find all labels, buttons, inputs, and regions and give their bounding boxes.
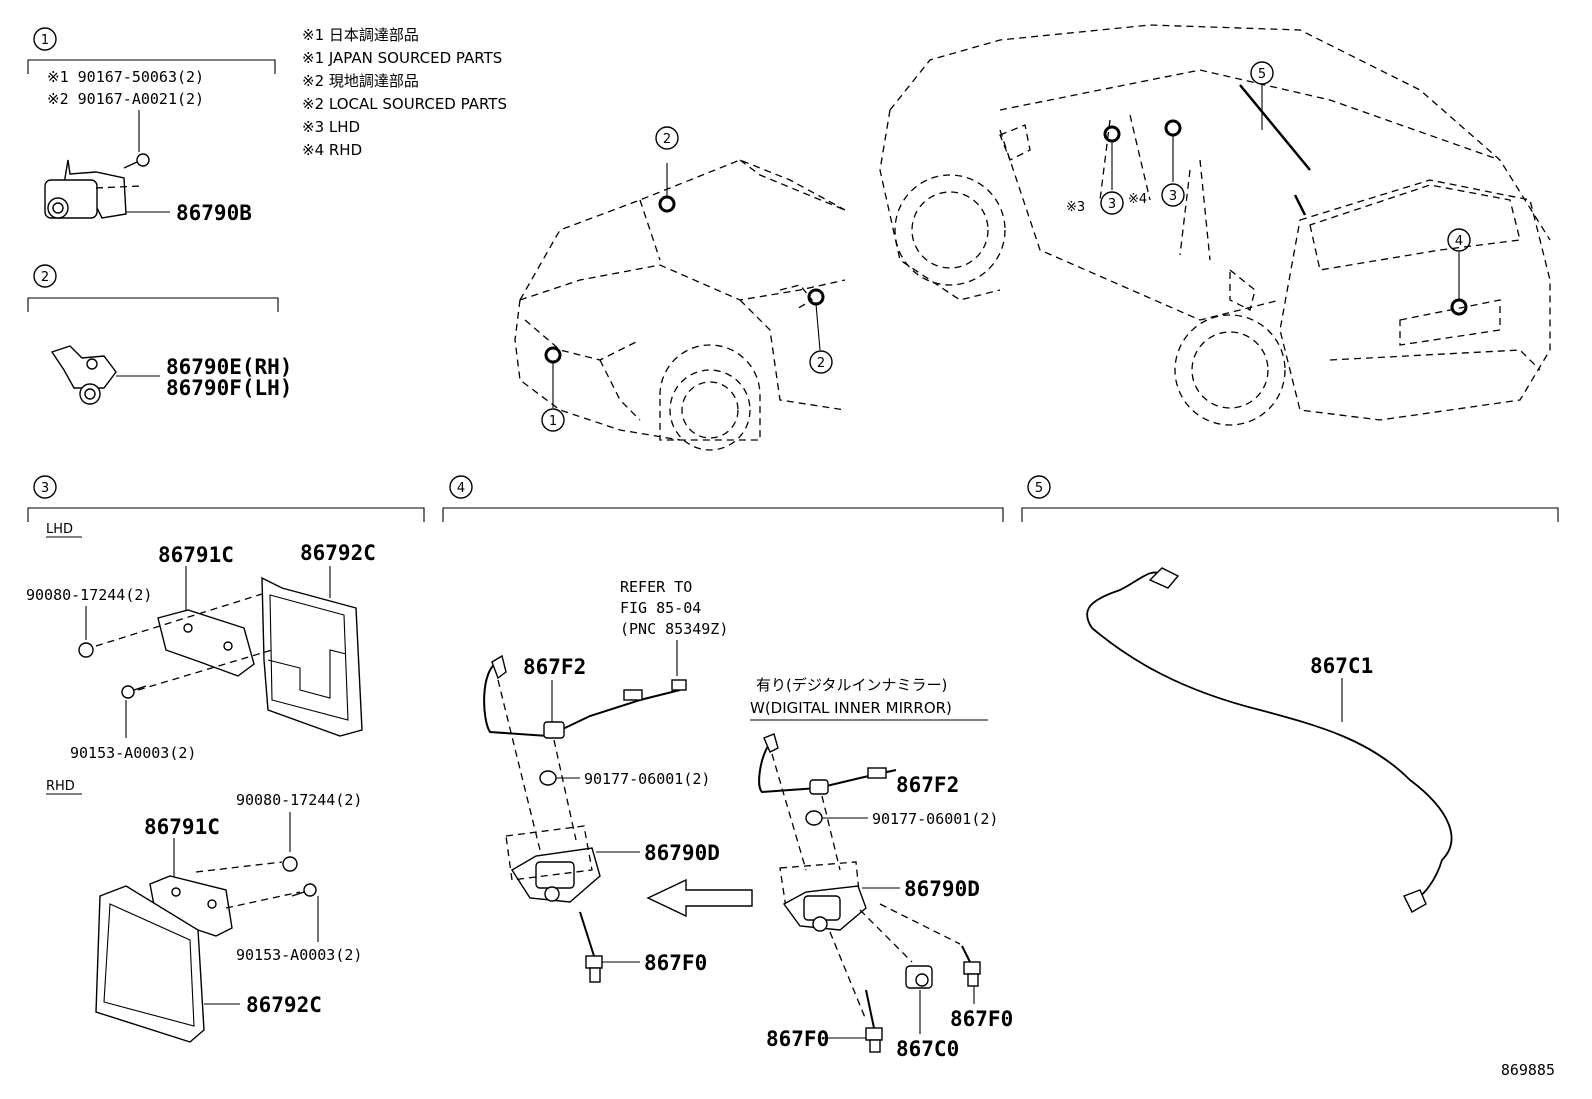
part-86790B[interactable]: 86790B — [176, 201, 252, 225]
note-mark-rhd: ※4 — [1128, 192, 1147, 207]
svg-text:3: 3 — [1169, 189, 1177, 204]
rhd-bracket-86791C[interactable]: 86791C — [144, 815, 220, 839]
nut-shape — [282, 856, 298, 872]
note-1-jp: ※1 日本調達部品 — [302, 26, 419, 44]
lhd-nut-90080-17244[interactable]: 90080-17244(2) — [26, 586, 152, 604]
svg-text:1: 1 — [41, 33, 49, 48]
note-4: ※4 RHD — [302, 141, 362, 159]
ecu-86792C-lhd-shape[interactable] — [261, 576, 363, 737]
bolt-90167-A0021[interactable]: ※2 90167-A0021(2) — [47, 90, 204, 108]
rhd-nut-90080-17244[interactable]: 90080-17244(2) — [236, 791, 362, 809]
svg-text:4: 4 — [457, 481, 465, 496]
lhd-bracket-86791C[interactable]: 86791C — [158, 543, 234, 567]
callout-circle-3-rhd[interactable]: 3 — [1161, 183, 1185, 207]
section-3: 3 LHD 86791C 86792C 90080-17244(2) — [26, 475, 425, 1043]
callout-circle-1-front[interactable]: 1 — [541, 408, 565, 432]
cable-867C1-shape[interactable] — [1086, 567, 1453, 913]
svg-text:5: 5 — [1258, 67, 1266, 82]
camera-86790D-left[interactable]: 86790D — [644, 841, 720, 865]
refer-line-3[interactable]: (PNC 85349Z) — [620, 620, 728, 638]
harness-867F2-left-shape[interactable] — [483, 654, 687, 739]
callout-circle-2-side[interactable]: 2 — [809, 350, 833, 374]
svg-text:2: 2 — [41, 270, 49, 285]
svg-text:2: 2 — [663, 132, 671, 147]
section-bracket — [27, 297, 279, 312]
callout-circle-3-lhd[interactable]: 3 — [1100, 191, 1124, 215]
section-bracket — [1021, 507, 1559, 522]
camera-86790E-shape[interactable] — [50, 345, 117, 405]
harness-867F2-left[interactable]: 867F2 — [523, 655, 586, 679]
callout-circle-4[interactable]: 4 — [449, 475, 473, 499]
svg-text:3: 3 — [41, 481, 49, 496]
grommet-90177-06001-right[interactable]: 90177-06001(2) — [872, 810, 998, 828]
rhd-ecu-86792C[interactable]: 86792C — [246, 993, 322, 1017]
screw-left-shape — [585, 955, 603, 983]
camera-86790B-shape[interactable] — [44, 159, 141, 219]
part-86790F-lh[interactable]: 86790F(LH) — [166, 376, 292, 400]
section-4: 4 REFER TO FIG 85-04 (PNC 85349Z) 867F2 … — [442, 475, 1013, 1061]
nut-shape — [78, 642, 94, 658]
section-1: 1 ※1 90167-50063(2) ※2 90167-A0021(2) 86… — [27, 27, 276, 225]
callout-circle-3[interactable]: 3 — [33, 475, 57, 499]
bolt-rhd-shape — [291, 883, 317, 897]
arrow-icon — [646, 878, 753, 918]
rhd-label: RHD — [46, 779, 75, 794]
harness-867F2-right[interactable]: 867F2 — [896, 773, 959, 797]
bolt-shape — [123, 153, 150, 169]
screw-867F0-left[interactable]: 867F0 — [644, 951, 707, 975]
note-2-en: ※2 LOCAL SOURCED PARTS — [302, 95, 507, 113]
harness-867F2-right-shape[interactable] — [758, 733, 897, 795]
screw-867F0-right-b[interactable]: 867F0 — [950, 1007, 1013, 1031]
section-bracket — [442, 507, 1004, 522]
camera-86790D-right[interactable]: 86790D — [904, 877, 980, 901]
lhd-bolt-90153-A0003[interactable]: 90153-A0003(2) — [70, 744, 196, 762]
grommet-left-shape — [539, 770, 557, 786]
figure-id: 869885 — [1501, 1061, 1555, 1079]
refer-line-2[interactable]: FIG 85-04 — [620, 599, 701, 617]
callout-circle-2[interactable]: 2 — [33, 264, 57, 288]
variant-label-en: W(DIGITAL INNER MIRROR) — [750, 699, 952, 717]
callout-circle-1[interactable]: 1 — [33, 27, 57, 51]
svg-text:3: 3 — [1108, 197, 1116, 212]
callout-circle-4-rear[interactable]: 4 — [1447, 228, 1471, 252]
screw-867F0-right-a[interactable]: 867F0 — [766, 1027, 829, 1051]
svg-text:2: 2 — [817, 356, 825, 371]
section-bracket — [27, 507, 425, 522]
section-bracket — [27, 59, 276, 74]
bolt-lhd-shape — [121, 685, 147, 699]
svg-text:1: 1 — [549, 414, 557, 429]
screw-right-b-shape — [963, 961, 981, 987]
callout-circle-5[interactable]: 5 — [1027, 475, 1051, 499]
cover-867C0-shape[interactable] — [905, 965, 933, 989]
grommet-90177-06001-left[interactable]: 90177-06001(2) — [584, 770, 710, 788]
callout-circle-2-front-top[interactable]: 2 — [655, 126, 679, 150]
part-86790E-rh[interactable]: 86790E(RH) — [166, 355, 292, 379]
bracket-86791C-lhd-shape[interactable] — [157, 609, 255, 677]
note-2-jp: ※2 現地調達部品 — [302, 72, 419, 90]
lhd-label: LHD — [46, 522, 73, 537]
rhd-bolt-90153-A0003[interactable]: 90153-A0003(2) — [236, 946, 362, 964]
section-2: 2 86790E(RH) 86790F(LH) — [27, 264, 292, 405]
cover-867C0[interactable]: 867C0 — [896, 1037, 959, 1061]
svg-text:5: 5 — [1035, 481, 1043, 496]
screw-right-a-shape — [865, 1027, 883, 1053]
svg-text:4: 4 — [1455, 234, 1463, 249]
grommet-right-shape — [805, 810, 823, 826]
section-5: 5 867C1 — [1021, 475, 1559, 913]
source-notes: ※1 日本調達部品 ※1 JAPAN SOURCED PARTS ※2 現地調達… — [302, 26, 507, 159]
variant-label-jp: 有り(デジタルインナミラー) — [756, 676, 947, 694]
note-mark-lhd: ※3 — [1066, 200, 1085, 215]
camera-86790D-right-shape[interactable] — [782, 885, 867, 932]
bolt-90167-50063[interactable]: ※1 90167-50063(2) — [47, 68, 204, 86]
callout-circle-5-rear[interactable]: 5 — [1250, 61, 1274, 85]
note-3: ※3 LHD — [302, 118, 360, 136]
ecu-86792C-rhd-shape[interactable] — [95, 885, 205, 1043]
lhd-ecu-86792C[interactable]: 86792C — [300, 541, 376, 565]
cable-867C1[interactable]: 867C1 — [1310, 654, 1373, 678]
front-vehicle-illustration: 2 1 2 — [514, 126, 846, 451]
note-1-en: ※1 JAPAN SOURCED PARTS — [302, 49, 502, 67]
rear-vehicle-illustration: 3 3 ※3 ※4 5 4 — [879, 24, 1551, 426]
refer-line-1[interactable]: REFER TO — [620, 578, 692, 596]
